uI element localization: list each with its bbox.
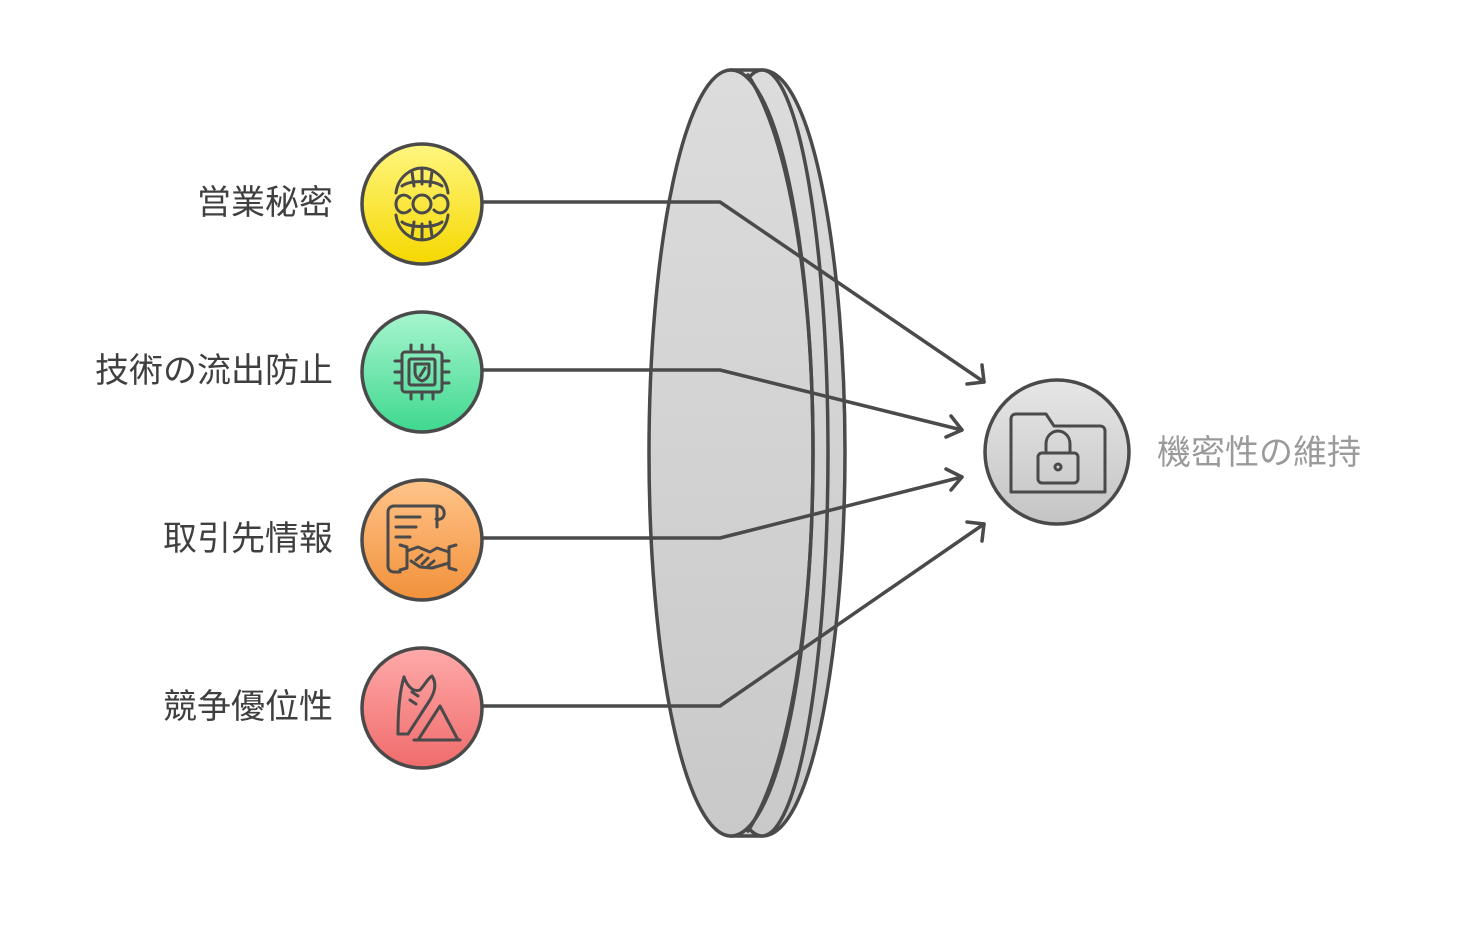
input-node-1: 技術の流出防止	[95, 310, 484, 434]
contract-handshake-icon	[386, 504, 458, 574]
input-circle-0	[360, 142, 484, 266]
connector-line-1	[481, 368, 964, 432]
connectors	[481, 200, 986, 708]
connector-line-0	[481, 200, 986, 384]
running-shoe-icon	[396, 674, 462, 742]
connector-line-3	[481, 522, 986, 708]
input-node-2: 取引先情報	[163, 478, 484, 602]
connector-arrowhead-2	[944, 467, 964, 492]
lens-filter	[647, 68, 847, 838]
chip-shield-icon	[393, 343, 451, 401]
connector-arrowhead-0	[965, 363, 986, 386]
input-circle-3	[360, 646, 484, 770]
input-label-3: 競争優位性	[163, 687, 333, 727]
connector-line-2	[481, 475, 964, 540]
lens-rim-line	[746, 73, 815, 833]
input-label-0: 営業秘密	[197, 183, 333, 223]
input-label-2: 取引先情報	[163, 519, 333, 559]
connector-arrowhead-3	[965, 520, 986, 543]
output-label: 機密性の維持	[1157, 433, 1361, 473]
locked-folder-icon	[1009, 412, 1107, 494]
connector-arrowhead-1	[944, 414, 964, 439]
output-node: 機密性の維持	[983, 378, 1361, 526]
input-label-1: 技術の流出防止	[95, 351, 333, 391]
input-circle-2	[360, 478, 484, 602]
pearl-clam-icon	[394, 166, 450, 242]
input-node-3: 競争優位性	[163, 646, 484, 770]
input-node-0: 営業秘密	[197, 142, 484, 266]
